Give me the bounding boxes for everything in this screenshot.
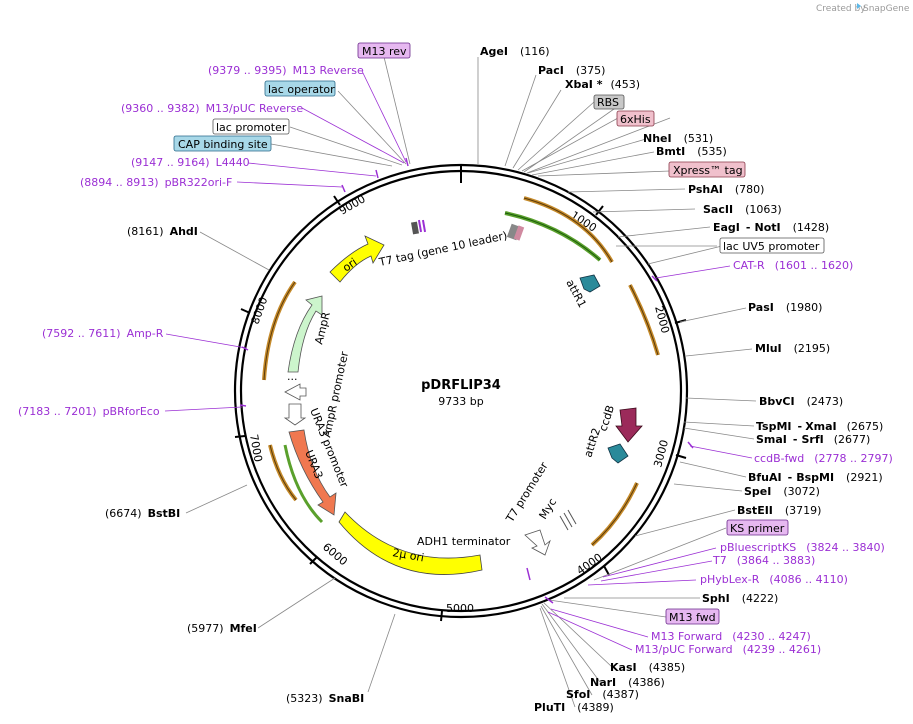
lac-operator-label: lac operator (268, 83, 335, 96)
feature-arcs-inner (263, 197, 659, 546)
enzyme-bfuai-bspmi: BfuAI-BspMI(2921) (748, 471, 883, 484)
attr2-arrow (607, 443, 629, 464)
enzyme-paci: PacI(375) (538, 64, 605, 77)
t7-tag-markers (411, 219, 525, 241)
cap-site-box (173, 135, 272, 152)
m13fwd-box (665, 608, 720, 625)
ura3-arrow (288, 429, 337, 516)
primer-l4440: (9147 .. 9164)L4440 (131, 156, 250, 169)
ura3-promoter-arrow (283, 403, 307, 426)
primer-t7: T7(3864 .. 3883) (712, 554, 815, 567)
his-box (616, 110, 655, 127)
tick-marks (234, 195, 687, 622)
primer-ticks (239, 157, 694, 604)
his-label: 6xHis (620, 113, 651, 126)
enzyme-kasi: KasI(4385) (610, 661, 685, 674)
enzyme-pluti: PluTI(4389) (534, 701, 614, 714)
ampr-promoter-arrow (284, 383, 307, 401)
primer-pbluescriptks: pBluescriptKS(3824 .. 3840) (720, 541, 885, 554)
enzyme-sphi: SphI(4222) (702, 592, 778, 605)
enzyme-snabi: (5323)SnaBI (286, 692, 364, 705)
adh1-terminator-label: ADH1 terminator (417, 535, 511, 548)
ks-primer-box (726, 519, 789, 536)
rbs-box (593, 94, 625, 110)
enzyme-mlui: MluI(2195) (755, 342, 830, 355)
cap-site-label: CAP binding site (178, 138, 268, 151)
enzyme-pointers (185, 56, 757, 708)
myc-marks (559, 509, 577, 531)
primer-m13-reverse: (9379 .. 9395)M13 Reverse (208, 64, 364, 77)
snapgene-logo-icon (857, 3, 861, 9)
ks-primer-label: KS primer (730, 522, 785, 535)
primer-phyblex-r: pHybLex-R(4086 .. 4110) (700, 573, 848, 586)
enzyme-sfoi: SfoI(4387) (566, 688, 639, 701)
m13fwd-label: M13 fwd (669, 611, 716, 624)
myc-label: Myc (537, 496, 560, 522)
enzyme-tspmi-xmai: TspMI-XmaI(2675) (756, 420, 883, 433)
enzyme-bstbi: (6674)BstBI (105, 507, 180, 520)
enzyme-smai-srfi: SmaI-SrfI(2677) (756, 433, 870, 446)
tick-label-7000: 7000 (247, 433, 265, 463)
enzyme-bmti: BmtI(535) (656, 145, 727, 158)
plasmid-name: pDRFLIP34 (421, 378, 501, 393)
lac-promoter-label: lac promoter (216, 121, 287, 134)
tick-label-4000: 4000 (574, 551, 604, 578)
tick-label-9000: 9000 (337, 192, 368, 217)
primer-ccdb-fwd: ccdB-fwd(2778 .. 2797) (754, 452, 893, 465)
adh1-terminator-arrow (524, 529, 551, 556)
enzyme-xbai: XbaI *(453) (565, 78, 640, 91)
enzyme-nari: NarI(4386) (590, 676, 665, 689)
ampr-label: AmpR (312, 310, 333, 345)
enzyme-nhei: NheI(531) (643, 132, 713, 145)
enzyme-eagi-noti: EagI-NotI(1428) (713, 221, 829, 234)
primer-m13-forward: M13 Forward(4230 .. 4247) (651, 630, 811, 643)
tick-label-5000: 5000 (446, 602, 474, 615)
enzyme-pasi: PasI(1980) (748, 301, 822, 314)
attr1-arrow (579, 274, 601, 293)
ori-arrow (329, 235, 385, 283)
credit-text: Created by (816, 4, 866, 14)
tick-label-8000: 8000 (249, 295, 271, 326)
snapgene-name: SnapGene (863, 4, 910, 14)
enzyme-sacii: SacII(1063) (703, 203, 782, 216)
ccdb-arrow (615, 407, 643, 443)
enzyme-agei: AgeI(116) (480, 45, 550, 58)
enzyme-bsteii: BstEII(3719) (737, 504, 821, 517)
m13rev-label: M13 rev (362, 45, 407, 58)
primer-m13-puc-reverse: (9360 .. 9382)M13/pUC Reverse (121, 102, 303, 115)
ampr-arrow (287, 295, 323, 373)
plasmid-size: 9733 bp (438, 395, 483, 408)
two-mu-ori-label: 2μ ori (391, 546, 425, 564)
lac-promoter-box (212, 118, 290, 135)
enzyme-pshai: PshAI(780) (688, 183, 764, 196)
xpress-box (668, 161, 746, 178)
snapgene-logo: SnapGene (857, 3, 910, 14)
ampr-dots: ... (287, 370, 298, 383)
primer-pbr322ori-f: (8894 .. 8913)pBR322ori-F (80, 176, 232, 189)
enzyme-bbvci: BbvCI(2473) (759, 395, 843, 408)
enzyme-ahdi: (8161)AhdI (127, 225, 198, 238)
rbs-label: RBS (597, 96, 619, 109)
lac-operator-box (264, 80, 336, 97)
lacuv5-label: lac UV5 promoter (723, 240, 820, 253)
primer-amp-r: (7592 .. 7611)Amp-R (42, 327, 164, 340)
m13rev-box (357, 42, 411, 59)
attr2-label: attR2 (581, 426, 603, 459)
primer-pbrforeco: (7183 .. 7201)pBRforEco (18, 405, 160, 418)
ccdb-label: ccdB (596, 404, 617, 433)
primer-cat-r: CAT-R(1601 .. 1620) (733, 259, 853, 272)
primer-m13-puc-forward: M13/pUC Forward(4239 .. 4261) (635, 643, 821, 656)
tick-label-2000: 2000 (652, 304, 672, 334)
enzyme-spei: SpeI(3072) (744, 485, 820, 498)
lacuv5-box (719, 237, 825, 254)
enzyme-mfei: (5977)MfeI (187, 622, 257, 635)
t7-tag-label: T7 tag (gene 10 leader) (377, 229, 508, 269)
two-mu-ori-arrow (338, 511, 483, 575)
primer-pointers (164, 70, 753, 651)
xpress-label: Xpress™ tag (673, 164, 743, 177)
